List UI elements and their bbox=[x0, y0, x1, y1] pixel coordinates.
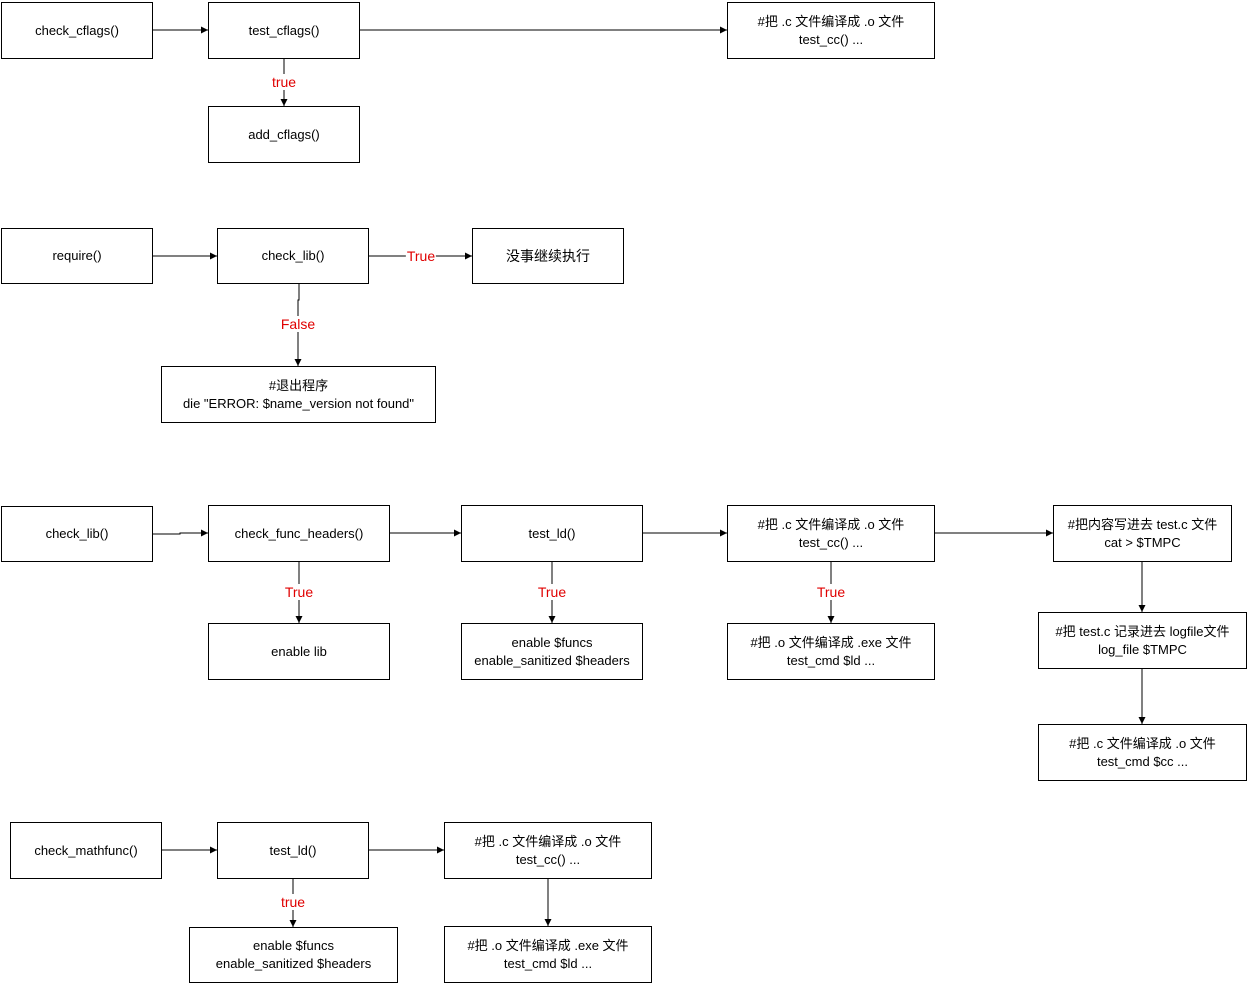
node-label: check_lib() bbox=[261, 248, 325, 263]
node-check-cflags: check_cflags() bbox=[1, 2, 153, 59]
node-label-line2: test_cmd $cc ... bbox=[1096, 753, 1189, 769]
node-label: 没事继续执行 bbox=[506, 248, 590, 264]
node-check-mathfunc: check_mathfunc() bbox=[10, 822, 162, 879]
node-exit-program: #退出程序 die "ERROR: $name_version not foun… bbox=[161, 366, 436, 423]
node-check-lib: check_lib() bbox=[1, 506, 153, 562]
edge-label-true: true bbox=[279, 894, 307, 910]
node-check-func-headers: check_func_headers() bbox=[208, 505, 390, 562]
node-enable-funcs: enable $funcs enable_sanitized $headers bbox=[461, 623, 643, 680]
node-label-line2: test_cmd $ld ... bbox=[786, 652, 876, 668]
node-require: require() bbox=[1, 228, 153, 284]
edge-label-true: True bbox=[405, 248, 437, 264]
node-label-line2: test_cc() ... bbox=[798, 31, 864, 47]
node-label: enable lib bbox=[271, 643, 327, 659]
node-compile-c-to-o: #把 .c 文件编译成 .o 文件 test_cc() ... bbox=[727, 2, 935, 59]
node-add-cflags: add_cflags() bbox=[208, 106, 360, 163]
node-label-line1: #把 .c 文件编译成 .o 文件 bbox=[1069, 735, 1216, 751]
node-label-line2: log_file $TMPC bbox=[1098, 641, 1187, 657]
node-label: check_lib() bbox=[45, 526, 109, 541]
node-compile-c-to-o: #把 .c 文件编译成 .o 文件 test_cc() ... bbox=[444, 822, 652, 879]
node-link-o-to-exe: #把 .o 文件编译成 .exe 文件 test_cmd $ld ... bbox=[727, 623, 935, 680]
node-label-line1: #把内容写进去 test.c 文件 bbox=[1067, 516, 1218, 532]
edge-check-lib-to-exit bbox=[294, 284, 302, 366]
node-label-line1: #把 .c 文件编译成 .o 文件 bbox=[474, 833, 622, 849]
node-label-line2: enable_sanitized $headers bbox=[215, 956, 372, 971]
node-label-line2: cat > $TMPC bbox=[1104, 534, 1181, 550]
node-enable-funcs: enable $funcs enable_sanitized $headers bbox=[189, 927, 398, 983]
edge-label-true: True bbox=[536, 584, 568, 600]
node-write-test-c: #把内容写进去 test.c 文件 cat > $TMPC bbox=[1053, 505, 1232, 562]
node-label-line1: #把 test.c 记录进去 logfile文件 bbox=[1055, 623, 1230, 639]
edge-label-true: True bbox=[283, 584, 315, 600]
node-label: test_cflags() bbox=[248, 22, 320, 38]
edge-label-true: true bbox=[270, 74, 298, 90]
node-label-line2: test_cmd $ld ... bbox=[503, 955, 593, 971]
node-log-test-c: #把 test.c 记录进去 logfile文件 log_file $TMPC bbox=[1038, 612, 1247, 669]
node-label: test_ld() bbox=[269, 842, 317, 858]
node-compile-c-to-o-cc: #把 .c 文件编译成 .o 文件 test_cmd $cc ... bbox=[1038, 724, 1247, 781]
edge-label-false: False bbox=[279, 316, 317, 332]
node-label: check_cflags() bbox=[35, 22, 119, 38]
node-label-line1: #把 .o 文件编译成 .exe 文件 bbox=[467, 937, 629, 953]
node-test-cflags: test_cflags() bbox=[208, 2, 360, 59]
node-label-line2: test_cc() ... bbox=[515, 851, 581, 867]
node-label-line2: enable_sanitized $headers bbox=[474, 652, 630, 668]
node-label-line1: #把 .c 文件编译成 .o 文件 bbox=[757, 516, 905, 532]
node-label-line2: die "ERROR: $name_version not found" bbox=[182, 395, 415, 411]
node-label: add_cflags() bbox=[248, 126, 320, 142]
node-label: check_func_headers() bbox=[234, 525, 364, 541]
node-link-o-to-exe: #把 .o 文件编译成 .exe 文件 test_cmd $ld ... bbox=[444, 926, 652, 983]
node-label: test_ld() bbox=[528, 525, 576, 541]
edge-check-lib-to-check-func-headers bbox=[152, 529, 208, 537]
node-label-line1: enable $funcs bbox=[253, 938, 334, 953]
node-test-ld: test_ld() bbox=[217, 822, 369, 879]
node-label: check_mathfunc() bbox=[34, 842, 138, 858]
node-label-line1: enable $funcs bbox=[511, 634, 593, 650]
node-label: require() bbox=[52, 248, 102, 263]
node-enable-lib: enable lib bbox=[208, 623, 390, 680]
node-test-ld: test_ld() bbox=[461, 505, 643, 562]
node-compile-c-to-o: #把 .c 文件编译成 .o 文件 test_cc() ... bbox=[727, 505, 935, 562]
node-continue: 没事继续执行 bbox=[472, 228, 624, 284]
node-label-line2: test_cc() ... bbox=[798, 534, 864, 550]
node-label-line1: #把 .o 文件编译成 .exe 文件 bbox=[750, 634, 912, 650]
node-check-lib: check_lib() bbox=[217, 228, 369, 284]
node-label-line1: #把 .c 文件编译成 .o 文件 bbox=[757, 13, 905, 29]
node-label-line1: #退出程序 bbox=[268, 377, 329, 393]
edge-label-true: True bbox=[815, 584, 847, 600]
